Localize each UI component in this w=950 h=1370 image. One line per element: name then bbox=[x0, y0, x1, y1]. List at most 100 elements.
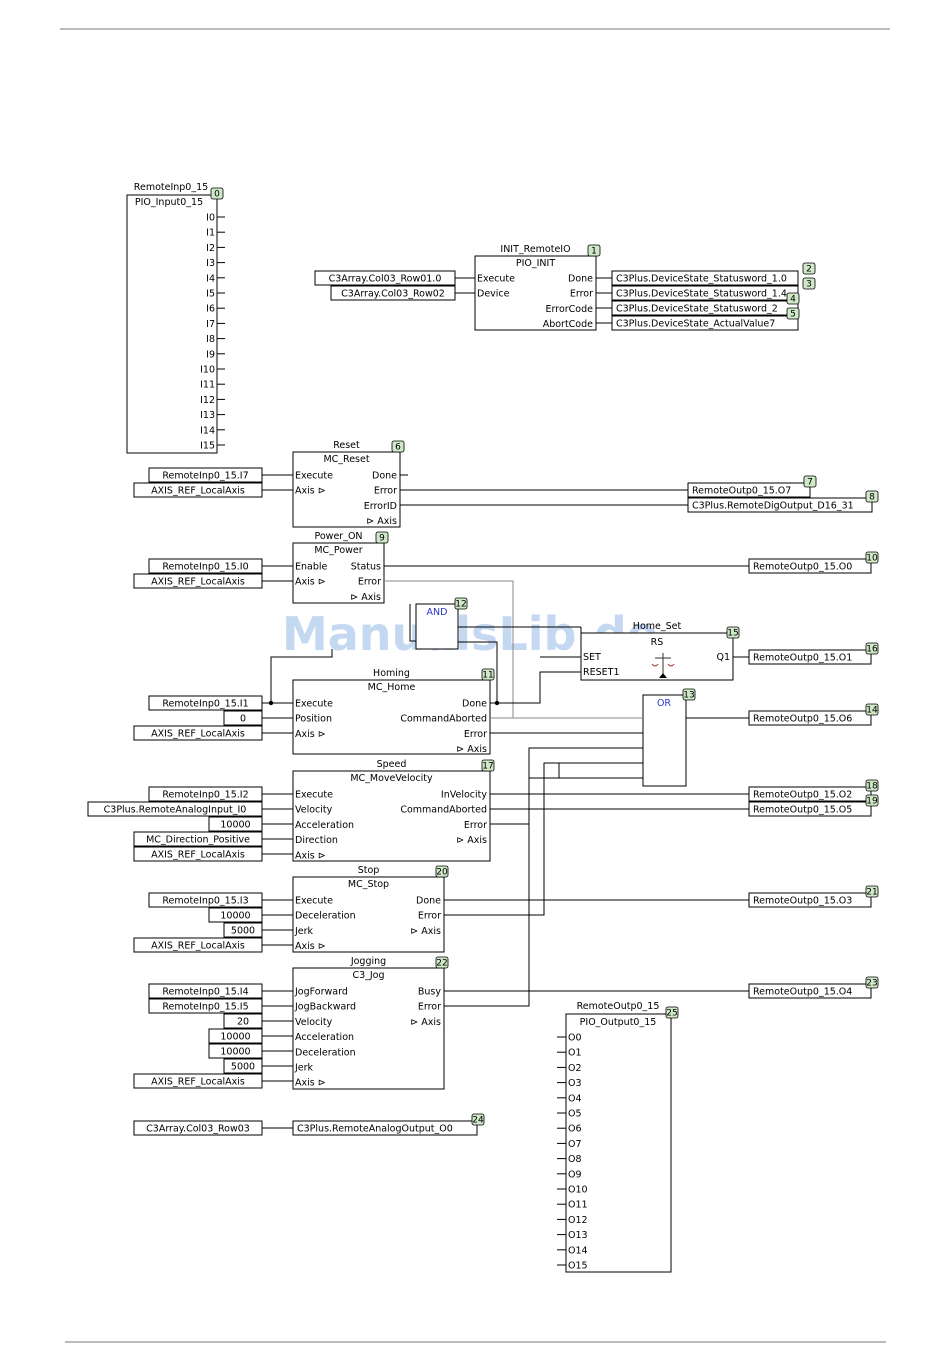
block-reset[interactable] bbox=[292, 451, 401, 528]
block-reset-type: MC_Reset bbox=[323, 454, 369, 465]
output-variable-out_analog-text: C3Plus.RemoteAnalogOutput_O0 bbox=[297, 1124, 453, 1135]
block-speed-body[interactable] bbox=[292, 770, 491, 862]
pin-speed-in-1: Velocity bbox=[295, 805, 333, 816]
output-variable-out_reset_errid[interactable] bbox=[687, 497, 873, 513]
pin-remote-outputs-O14: O14 bbox=[568, 1245, 588, 1256]
pin-remote-inputs-I9: I9 bbox=[206, 349, 215, 360]
block-home-set-type: RS bbox=[651, 637, 664, 648]
pin-stop-out-2: ⊳ Axis bbox=[410, 926, 441, 937]
pin-speed-in-3: Direction bbox=[295, 835, 338, 846]
block-homing[interactable] bbox=[292, 679, 491, 755]
block-or-order bbox=[682, 688, 696, 701]
wire-home-done-and bbox=[458, 641, 498, 703]
input-variable-in_jog_jerk-text: 5000 bbox=[231, 1062, 255, 1073]
pin-remote-outputs-O1: O1 bbox=[568, 1048, 582, 1059]
block-home-set-instance: Home_Set bbox=[633, 621, 682, 632]
block-reset-order-number: 6 bbox=[395, 443, 401, 453]
pin-init-in-1: Device bbox=[477, 289, 510, 300]
output-variable-out_speed_aborted[interactable] bbox=[748, 801, 872, 817]
block-reset-body[interactable] bbox=[292, 451, 401, 528]
pin-remote-outputs-O7: O7 bbox=[568, 1139, 582, 1150]
output-variable-out_init_abort[interactable] bbox=[611, 315, 799, 331]
block-homing-body[interactable] bbox=[292, 679, 491, 755]
input-variable-in_analog-text: C3Array.Col03_Row03 bbox=[146, 1124, 250, 1135]
block-stop-body[interactable] bbox=[292, 876, 445, 953]
pin-reset-in-0: Execute bbox=[295, 471, 333, 482]
block-jogging-body[interactable] bbox=[292, 967, 445, 1090]
block-init-order-number: 1 bbox=[591, 247, 597, 257]
block-home-set[interactable] bbox=[580, 632, 734, 681]
block-init[interactable] bbox=[474, 255, 597, 331]
input-variable-in_speed_acc-text: 10000 bbox=[220, 820, 250, 831]
input-variable-in_init_execute-text: C3Array.Col03_Row01.0 bbox=[329, 274, 442, 285]
pin-remote-inputs-I15: I15 bbox=[200, 441, 215, 452]
output-variable-out_speed_invel-order-number: 18 bbox=[866, 782, 878, 792]
block-remote-outputs[interactable] bbox=[565, 1013, 672, 1273]
block-or[interactable] bbox=[642, 694, 687, 787]
pin-reset-out-1: Error bbox=[374, 486, 397, 497]
block-stop[interactable] bbox=[292, 876, 445, 953]
block-power[interactable] bbox=[292, 542, 385, 604]
pin-home-set-set: SET bbox=[583, 652, 601, 663]
block-remote-outputs-order bbox=[665, 1006, 679, 1019]
block-jogging[interactable] bbox=[292, 967, 445, 1090]
input-variable-in_home_execute-text: RemoteInp0_15.I1 bbox=[162, 699, 248, 710]
pin-power-out-1: Error bbox=[358, 577, 381, 588]
block-home-set-order bbox=[726, 626, 740, 639]
output-variable-out_power_status-order-number: 10 bbox=[866, 554, 878, 564]
output-variable-out_init_errcode-order bbox=[786, 292, 800, 305]
block-and[interactable] bbox=[415, 603, 459, 650]
pin-remote-inputs-I13: I13 bbox=[200, 410, 215, 421]
block-power-body[interactable] bbox=[292, 542, 385, 604]
pin-homing-out-0: Done bbox=[462, 699, 487, 710]
output-variable-out_init_done-text: C3Plus.DeviceState_Statusword_1.0 bbox=[616, 274, 787, 285]
output-variable-out_reset_error[interactable] bbox=[687, 482, 811, 498]
output-variable-out_speed_invel-order bbox=[865, 779, 879, 792]
block-speed-type: MC_MoveVelocity bbox=[350, 773, 433, 784]
block-speed[interactable] bbox=[292, 770, 491, 862]
output-variable-out_analog[interactable] bbox=[292, 1120, 478, 1136]
block-homing-instance: Homing bbox=[373, 668, 410, 679]
output-variable-out_power_status[interactable] bbox=[748, 558, 872, 574]
output-variable-out_home_q1-order bbox=[865, 642, 879, 655]
pin-remote-outputs-O10: O10 bbox=[568, 1185, 588, 1196]
output-variable-out_reset_error-order-number: 7 bbox=[807, 478, 813, 488]
pin-jogging-in-0: JogForward bbox=[294, 987, 348, 998]
pin-homing-in-0: Execute bbox=[295, 699, 333, 710]
pin-remote-outputs-O2: O2 bbox=[568, 1063, 582, 1074]
block-and-order bbox=[454, 597, 468, 610]
pin-power-in-0: Enable bbox=[295, 562, 328, 573]
output-variable-out_stop_done[interactable] bbox=[748, 892, 872, 908]
pin-jogging-in-6: Axis ⊳ bbox=[295, 1078, 326, 1089]
output-variable-out_home_q1[interactable] bbox=[748, 649, 872, 665]
output-variable-out_init_done[interactable] bbox=[611, 270, 799, 286]
pin-reset-in-1: Axis ⊳ bbox=[295, 486, 326, 497]
pin-remote-outputs-O9: O9 bbox=[568, 1169, 582, 1180]
block-remote-inputs-order bbox=[210, 187, 224, 200]
block-or-order-number: 13 bbox=[683, 691, 694, 701]
output-variable-out_or-order bbox=[865, 703, 879, 716]
output-variable-out_jog_busy[interactable] bbox=[748, 983, 872, 999]
input-variable-in_power_axis-text: AXIS_REF_LocalAxis bbox=[151, 577, 245, 588]
pin-remote-inputs-I1: I1 bbox=[206, 228, 215, 239]
pin-remote-inputs-I0: I0 bbox=[206, 213, 215, 224]
pin-remote-inputs-I3: I3 bbox=[206, 258, 215, 269]
output-variable-out_or[interactable] bbox=[748, 710, 872, 726]
pin-speed-out-2: Error bbox=[464, 820, 487, 831]
input-variable-in_speed_velocity-text: C3Plus.RemoteAnalogInput_I0 bbox=[104, 805, 247, 816]
input-variable-in_speed_axis-text: AXIS_REF_LocalAxis bbox=[151, 850, 245, 861]
pin-remote-inputs-I10: I10 bbox=[200, 365, 215, 376]
block-remote-inputs[interactable] bbox=[126, 194, 218, 454]
pin-remote-inputs-I7: I7 bbox=[206, 319, 215, 330]
input-variable-in_jog_bwd-text: RemoteInp0_15.I5 bbox=[162, 1002, 248, 1013]
pin-jogging-out-2: ⊳ Axis bbox=[410, 1017, 441, 1028]
pin-homing-in-2: Axis ⊳ bbox=[295, 729, 326, 740]
pin-stop-in-1: Deceleration bbox=[295, 911, 356, 922]
pin-stop-in-0: Execute bbox=[295, 896, 333, 907]
block-init-body[interactable] bbox=[474, 255, 597, 331]
output-variable-out_init_done-order bbox=[802, 262, 816, 275]
pin-power-in-1: Axis ⊳ bbox=[295, 577, 326, 588]
block-jogging-order-number: 22 bbox=[436, 959, 447, 969]
input-variable-in_jog_axis-text: AXIS_REF_LocalAxis bbox=[151, 1077, 245, 1088]
output-variable-out_speed_invel[interactable] bbox=[748, 786, 872, 802]
